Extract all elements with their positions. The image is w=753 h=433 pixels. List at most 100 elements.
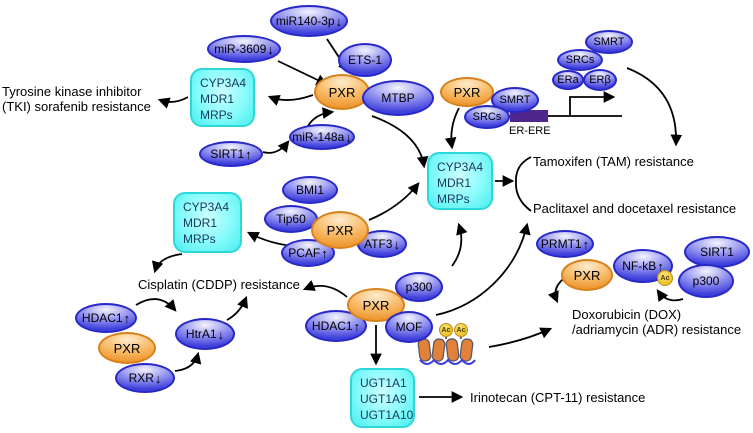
gene-line: MRPs	[437, 192, 470, 206]
node-label: PXR	[326, 222, 354, 238]
gene-box-ugt: UGT1A1 UGT1A9 UGT1A10	[350, 368, 415, 428]
gene-line: UGT1A1	[360, 376, 407, 390]
node-label: SRCs	[472, 110, 502, 123]
node-pxr-dox: PXR	[561, 259, 613, 291]
arrow-histone-to-doxorubicin	[488, 327, 553, 348]
up-arrow-indicator: ↑	[353, 318, 361, 334]
node-label: HtrA1	[185, 327, 217, 341]
node-pxr-cddp: PXR	[311, 211, 369, 249]
gene-line: MDR1	[183, 216, 218, 230]
node-atf3: ATF3↓	[357, 230, 407, 258]
node-label: SRCs	[565, 53, 595, 66]
node-er-beta: ERβ	[583, 69, 617, 91]
arrow-pxr-er-to-cyp-center	[444, 107, 460, 150]
tamoxifen-resistance-text: Tamoxifen (TAM) resistance	[533, 154, 694, 169]
node-label: ERa	[557, 73, 579, 86]
node-label: NF-kB	[622, 259, 657, 273]
down-arrow-indicator: ↓	[154, 370, 162, 386]
node-label: PXR	[328, 84, 356, 100]
down-arrow-indicator: ↓	[345, 129, 352, 145]
node-mof: MOF	[385, 311, 433, 343]
node-label: PXR	[573, 267, 601, 283]
node-label: ATF3	[364, 237, 393, 251]
promoter-arrow	[569, 91, 616, 115]
arrow-pxr-cddp-to-cyp-center	[368, 182, 420, 221]
up-arrow-indicator: ↑	[582, 236, 590, 252]
text-line: (TKI) sorafenib resistance	[2, 99, 151, 114]
arrow-pxr-ugt-to-cisplatin	[302, 280, 348, 298]
node-hdac1-mid: HDAC1↑	[305, 310, 367, 342]
acetyl-badge-nfkb: Ac	[657, 270, 673, 286]
node-label: ERβ	[589, 73, 611, 86]
node-prmt1: PRMT1↑	[536, 230, 594, 258]
node-mir-148a: miR-148a↓	[289, 124, 355, 150]
node-hdac1-left: HDAC1↑	[75, 303, 137, 333]
node-pxr-tki: PXR	[314, 74, 370, 110]
node-mir140-3p: miR140-3p↓	[270, 5, 348, 37]
node-ets-1: ETS-1	[338, 43, 392, 77]
node-mir-3609: miR-3609↓	[207, 35, 281, 63]
node-p300-mid: p300	[395, 272, 443, 302]
gene-line: MDR1	[200, 92, 235, 106]
er-ere-label: ER-ERE	[509, 125, 551, 137]
down-arrow-indicator: ↓	[335, 13, 343, 29]
node-htra1: HtrA1↓	[175, 318, 235, 350]
arrow-pxr-to-cyp-tki	[267, 94, 314, 106]
gene-line: CYP3A4	[200, 76, 247, 90]
node-label: PXR	[453, 84, 481, 100]
node-pxr-ugt: PXR	[347, 288, 405, 322]
arrow-mof-to-paclitaxel	[435, 222, 531, 316]
node-label: HDAC1	[311, 319, 353, 333]
acetyl-badge: Ac	[454, 323, 468, 337]
node-mtbp: MTBP	[362, 80, 434, 116]
node-label: MOF	[395, 320, 423, 334]
arrow-htra1-to-cisplatin	[226, 295, 248, 321]
node-er-alpha: ERa	[552, 70, 584, 90]
gene-line: MDR1	[437, 176, 472, 190]
node-label: miR-148a	[292, 130, 345, 144]
paclitaxel-resistance-text: Paclitaxel and docetaxel resistance	[533, 201, 737, 216]
node-label: PXR	[113, 340, 141, 356]
node-label: SMRT	[499, 93, 531, 106]
node-tip60: Tip60	[264, 205, 318, 233]
brace	[515, 156, 532, 212]
node-label: MTBP	[381, 91, 415, 105]
node-sirt1-left: SIRT1↑	[199, 141, 263, 167]
arrow-cyp-tki-to-tki-text	[157, 96, 189, 109]
gene-box-cyp-center: CYP3A4 MDR1 MRPs	[427, 152, 493, 210]
arrow-er-complex-to-tamoxifen	[626, 67, 683, 147]
text-line: Tyrosine kinase inhibitor	[2, 84, 142, 99]
up-arrow-indicator: ↑	[657, 258, 664, 274]
node-label: RXR	[128, 371, 154, 385]
arrow-hdac1-to-htra1	[135, 298, 177, 312]
gene-box-cyp-tki: CYP3A4 MDR1 MRPs	[190, 68, 255, 127]
node-label: SIRT1	[210, 147, 245, 161]
gene-box-cyp-cddp: CYP3A4 MDR1 MRPs	[173, 192, 242, 253]
arrow-p300-to-ac	[656, 289, 684, 303]
gene-line: UGT1A9	[360, 392, 407, 406]
node-label: BMI1	[295, 183, 324, 197]
gene-line: MRPs	[200, 108, 233, 122]
node-label: SMRT	[593, 35, 625, 48]
node-label: SIRT1	[700, 245, 734, 259]
node-sirt1-right: SIRT1	[684, 236, 750, 268]
up-arrow-indicator: ↑	[245, 146, 252, 162]
node-label: ETS-1	[347, 53, 382, 67]
node-pxr-er: PXR	[440, 77, 494, 107]
node-label: p300	[405, 280, 433, 294]
gene-line: CYP3A4	[183, 200, 230, 214]
up-arrow-indicator: ↑	[321, 245, 328, 261]
acetyl-badge: Ac	[439, 323, 453, 337]
gene-line: MRPs	[183, 232, 216, 246]
down-arrow-indicator: ↓	[393, 236, 400, 252]
node-srcs-top: SRCs	[557, 49, 603, 71]
node-label: PCAF	[288, 246, 321, 260]
up-arrow-indicator: ↑	[123, 310, 131, 326]
node-label: miR-3609	[214, 42, 267, 56]
arrow-cyp-left-to-cisplatin	[151, 253, 183, 274]
down-arrow-indicator: ↓	[267, 41, 274, 57]
arrow-sirt1-to-mir148a	[262, 140, 290, 154]
text-line: /adriamycin (ADR) resistance	[572, 322, 742, 337]
node-srcs-er: SRCs	[464, 105, 510, 129]
